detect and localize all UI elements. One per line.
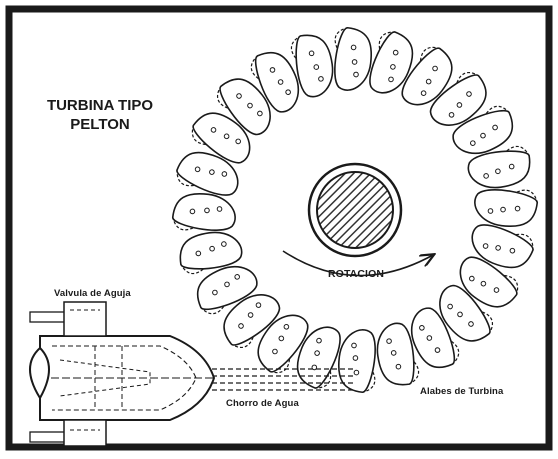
buckets-label: Alabes de Turbina	[420, 386, 503, 397]
jet-label: Chorro de Agua	[226, 398, 299, 409]
rotation-label: ROTACION	[328, 268, 384, 280]
turbine-hub	[309, 164, 401, 256]
water-jet	[212, 369, 356, 390]
needle-valve	[30, 302, 214, 446]
turbine-bucket	[333, 326, 385, 395]
title-line-2: PELTON	[30, 115, 170, 134]
turbine-bucket	[325, 25, 377, 94]
turbine-bucket	[471, 180, 540, 232]
turbine-bucket	[170, 188, 239, 240]
title-line-1: TURBINA TIPO	[30, 96, 170, 115]
diagram-title: TURBINA TIPO PELTON	[30, 96, 170, 134]
valve-label: Valvula de Aguja	[54, 288, 131, 299]
